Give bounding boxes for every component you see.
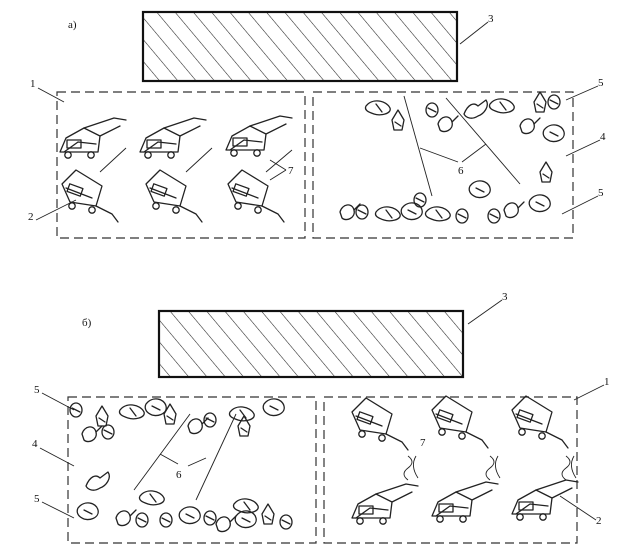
callout-6-a: 6 [458,165,464,177]
parking-zone-b [323,396,578,544]
callout-1-b: 1 [604,376,610,388]
callout-5-a-bottom: 5 [598,187,604,199]
callout-5-b-top: 5 [34,384,40,396]
callout-4-b: 4 [32,438,38,450]
truck-icon [227,169,285,223]
callout-3-a: 3 [488,13,494,25]
callout-7-a: 7 [288,165,294,177]
trucks-row-b-top [351,395,569,451]
callouts-b: 3 5 4 5 6 7 1 2 [32,291,610,527]
truck-icon [59,117,127,159]
truck-icon [511,395,569,449]
trucks-row-a-top [59,115,293,159]
truck-icon [351,483,419,525]
callout-3-b: 3 [502,291,508,303]
truck-icon [145,169,203,223]
building-block-a [141,10,459,83]
trucks-row-a-bottom [61,169,285,223]
callout-4-a: 4 [600,131,606,143]
callout-2-b: 2 [596,515,602,527]
scheme-a: а) [28,10,606,239]
leader-6-a [403,95,521,197]
truck-icon [511,479,579,521]
storage-zone-b [67,396,317,544]
parking-zone-a [56,91,306,239]
truck-icon [351,397,409,451]
callout-6-b: 6 [176,469,182,481]
truck-icon [225,115,293,157]
callout-1-a: 1 [30,78,36,90]
leader-6-b [133,413,237,501]
storage-zone-a [312,91,574,239]
scheme-a-tag: а) [68,19,77,31]
truck-icon [431,395,489,449]
callout-5-a-top: 5 [598,77,604,89]
truck-icon [431,481,499,523]
scheme-b: б) [32,291,610,544]
callout-2-a: 2 [28,211,34,223]
truck-icon [61,169,119,223]
truck-icon [139,117,207,159]
objects-a [339,91,565,224]
building-block-b [157,309,465,379]
callout-5-b-bottom: 5 [34,493,40,505]
scheme-b-tag: б) [82,317,92,329]
callouts-a: 3 1 2 5 4 5 6 7 [28,13,606,223]
trucks-row-b-bottom [351,479,579,525]
objects-b [69,398,293,533]
callout-7-b: 7 [420,437,426,449]
